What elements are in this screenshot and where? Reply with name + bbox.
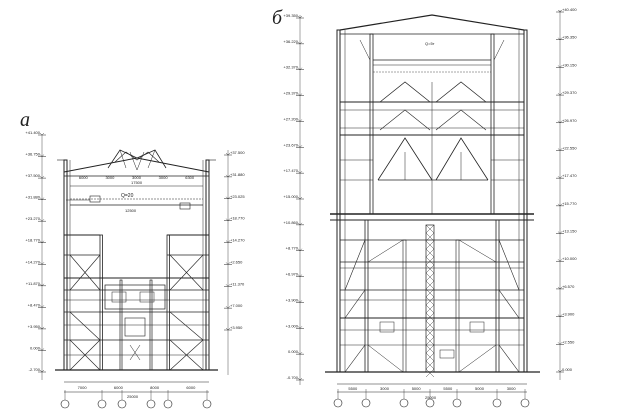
dimension-value: 6300 (185, 175, 195, 180)
elevation-mark: +39.350 (283, 13, 298, 18)
elevation-mark: +17.470 (562, 173, 577, 178)
drawing-b-frame: +39.350 +36.220 +32.370 +29.370 +27.200 +23.6… (283, 7, 577, 408)
dimension-value: 5500 (348, 386, 358, 391)
grid-axis-marker (520, 398, 530, 408)
elevation-mark: -0.700 (287, 375, 299, 380)
elevation-mark: +18.770 (25, 238, 40, 243)
grid-axis-marker (117, 399, 127, 409)
dimension-value: 3000 (132, 175, 142, 180)
elevation-mark: +37.500 (25, 173, 40, 178)
elevation-mark: +36.350 (562, 35, 577, 40)
dimension-value: 5000 (412, 386, 422, 391)
elevation-mark: +29.370 (283, 91, 298, 96)
dimension-value: 3000 (159, 175, 169, 180)
elevation-mark: +37.500 (230, 150, 245, 155)
elevation-mark: +32.370 (283, 65, 298, 70)
elevation-mark: +3.000 (286, 323, 299, 328)
elevation-mark: +14.270 (230, 238, 245, 243)
drawing-a-right-elevations: +37.500 +31.880 +23.025 +18.770 +14.270 +2.65… (224, 150, 245, 331)
grid-axis-marker (361, 398, 371, 408)
elevation-mark: +11.370 (230, 281, 245, 286)
elevation-mark: +30.150 (562, 62, 577, 67)
drawing-a-grid-axes (60, 390, 212, 409)
elevation-mark: +7.000 (230, 303, 243, 308)
grid-axis-marker (492, 398, 502, 408)
grid-axis-marker (425, 398, 435, 408)
elevation-mark: +40.400 (562, 7, 577, 12)
elevation-mark: 0.000 (30, 345, 41, 350)
elevation-mark: +6.970 (286, 272, 299, 277)
elevation-mark: -2.700 (29, 367, 41, 372)
drawing-a-top-total: 17500 (131, 180, 143, 185)
drawing-b-grid-axes (333, 389, 530, 408)
drawing-b-bottom-dims: 5500 3000 5000 5500 5000 3000 (348, 386, 516, 391)
elevation-mark: +36.220 (283, 39, 298, 44)
elevation-mark: +11.870 (26, 281, 41, 286)
drawing-b-crane-label: Q=5т (425, 41, 435, 46)
drawing-b-lattice-column (425, 224, 435, 378)
elevation-mark: +17.470 (283, 168, 298, 173)
elevation-mark: +14.270 (25, 259, 40, 264)
elevation-mark: +31.880 (230, 172, 245, 177)
elevation-mark: +15.770 (562, 201, 577, 206)
grid-axis-marker (146, 399, 156, 409)
elevation-mark: +15.000 (283, 194, 298, 199)
grid-axis-marker (163, 399, 173, 409)
elevation-mark: +8.470 (28, 302, 41, 307)
drawing-a-top-dims: 6000 3000 3000 3000 6300 (79, 175, 195, 180)
drawing-a-crane-label: Q=20 (121, 193, 134, 199)
drawing-b-bottom-total: 25000 (425, 395, 437, 400)
elevation-mark: +31.880 (25, 195, 40, 200)
dimension-value: 3000 (105, 175, 115, 180)
dimension-value: 3000 (507, 386, 517, 391)
grid-axis-marker (60, 399, 70, 409)
elevation-mark: +36.750 (25, 152, 40, 157)
dimension-value: 6000 (114, 385, 124, 390)
elevation-mark: +23.670 (283, 142, 298, 147)
dimension-value: 5000 (475, 386, 485, 391)
elevation-mark: +3.950 (230, 325, 243, 330)
grid-axis-marker (97, 399, 107, 409)
elevation-mark: +10.860 (283, 220, 298, 225)
dimension-value: 5500 (443, 386, 453, 391)
drawing-b-left-elevations: +39.350 +36.220 +32.370 +29.370 +27.200 +23.6… (283, 13, 304, 381)
drawing-a-span-total: 12500 (125, 208, 137, 213)
elevation-mark: +13.150 (562, 229, 577, 234)
elevation-mark: +2.550 (562, 339, 575, 344)
elevation-mark: 0.000 (562, 367, 573, 372)
elevation-mark: +22.550 (562, 145, 577, 150)
dimension-value: 6000 (79, 175, 89, 180)
elevation-mark: +2.650 (230, 259, 243, 264)
grid-axis-marker (399, 398, 409, 408)
elevation-mark: +3.950 (28, 324, 41, 329)
elevation-mark: +10.000 (562, 256, 577, 261)
dimension-value: 3000 (380, 386, 390, 391)
elevation-mark: +3.900 (286, 297, 299, 302)
drawing-a-frame: +41.400 +36.750 +37.500 +31.880 +23.270 +18.7… (25, 130, 245, 409)
elevation-mark: +26.970 (562, 118, 577, 123)
elevation-mark: +27.200 (283, 116, 298, 121)
elevation-mark: +18.770 (230, 216, 245, 221)
elevation-mark: +8.770 (286, 246, 299, 251)
elevation-mark: +23.025 (230, 194, 245, 199)
drawing-a-label: а (20, 109, 30, 131)
dimension-value: 7000 (78, 385, 88, 390)
drawing-a-bottom-dims: 7000 6000 8000 6000 (78, 385, 196, 390)
grid-axis-marker (452, 398, 462, 408)
elevation-mark: 0.000 (288, 349, 299, 354)
drawing-a-bottom-total: 25000 (127, 394, 139, 399)
elevation-mark: +6.570 (562, 284, 575, 289)
dimension-value: 8000 (150, 385, 160, 390)
elevation-mark: +23.270 (25, 216, 40, 221)
elevation-mark: +41.400 (25, 130, 40, 135)
grid-axis-marker (202, 399, 212, 409)
drawing-b-label: б (272, 7, 283, 29)
elevation-mark: +3.900 (562, 312, 575, 317)
elevation-mark: +29.370 (562, 90, 577, 95)
grid-axis-marker (333, 398, 343, 408)
dimension-value: 6000 (186, 385, 196, 390)
drawing-b-right-elevations: +40.400 +36.350 +30.150 +29.370 +26.970 +22.5… (556, 7, 577, 373)
drawing-a-left-elevations: +41.400 +36.750 +37.500 +31.880 +23.270 +18.7… (25, 130, 46, 373)
